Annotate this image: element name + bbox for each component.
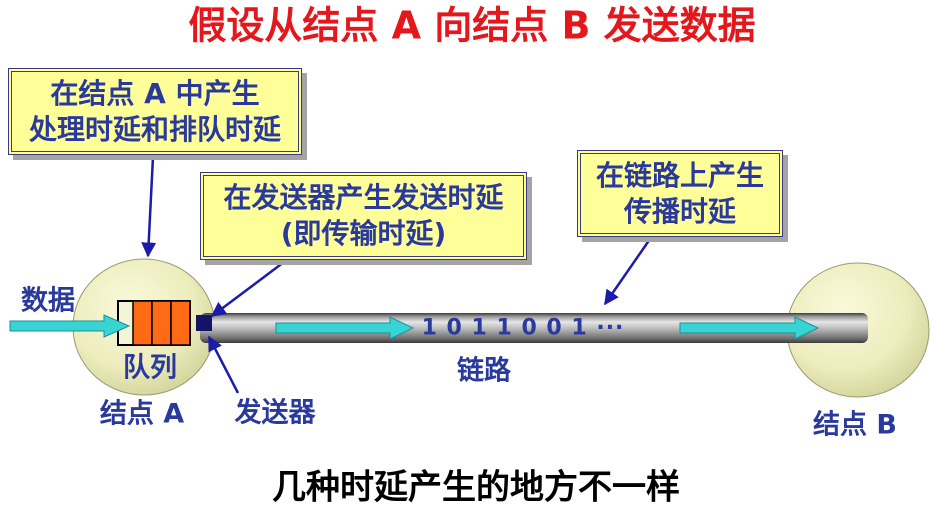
pointer-label-to-transmitter bbox=[207, 335, 240, 394]
node-a-label: 结点 A bbox=[99, 398, 185, 430]
queue-label: 队列 bbox=[123, 352, 177, 384]
callout-line: 在链路上产生 bbox=[595, 158, 764, 192]
callout-propagation-delay: 在链路上产生 传播时延 bbox=[577, 150, 783, 237]
node-b-label: 结点 B bbox=[813, 409, 897, 441]
queue-cell bbox=[170, 300, 191, 346]
incoming-data-arrow bbox=[9, 314, 131, 338]
queue-cell bbox=[132, 300, 153, 346]
link-tube bbox=[200, 313, 868, 343]
queue-cell bbox=[151, 300, 172, 346]
callout-line: 在结点 A 中产生 bbox=[50, 76, 260, 110]
bit-stream-text: 1 0 1 1 0 0 1 ··· bbox=[421, 315, 625, 341]
slide-title: 假设从结点 A 向结点 B 发送数据 bbox=[188, 3, 756, 48]
link-data-arrow bbox=[679, 316, 820, 340]
callout-line: 传播时延 bbox=[623, 194, 736, 228]
callout-line: 在发送器产生发送时延 bbox=[223, 181, 504, 214]
pointer-to-link bbox=[603, 238, 652, 306]
link-data-arrow bbox=[275, 316, 415, 340]
transmitter-box bbox=[196, 315, 212, 331]
callout-transmission-delay: 在发送器产生发送时延 (即传输时延) bbox=[200, 172, 527, 260]
transmitter-label: 发送器 bbox=[234, 397, 316, 429]
slide-caption: 几种时延产生的地方不一样 bbox=[272, 467, 680, 508]
callout-line: 处理时延和排队时延 bbox=[28, 112, 281, 146]
link-label: 链路 bbox=[457, 355, 511, 387]
queue bbox=[117, 300, 191, 346]
callout-processing-queuing-delay: 在结点 A 中产生 处理时延和排队时延 bbox=[8, 68, 302, 155]
pointer-to-queue bbox=[141, 156, 157, 258]
callout-line: (即传输时延) bbox=[280, 217, 447, 250]
pointer-to-transmitter bbox=[210, 261, 285, 317]
data-label: 数据 bbox=[21, 285, 75, 317]
